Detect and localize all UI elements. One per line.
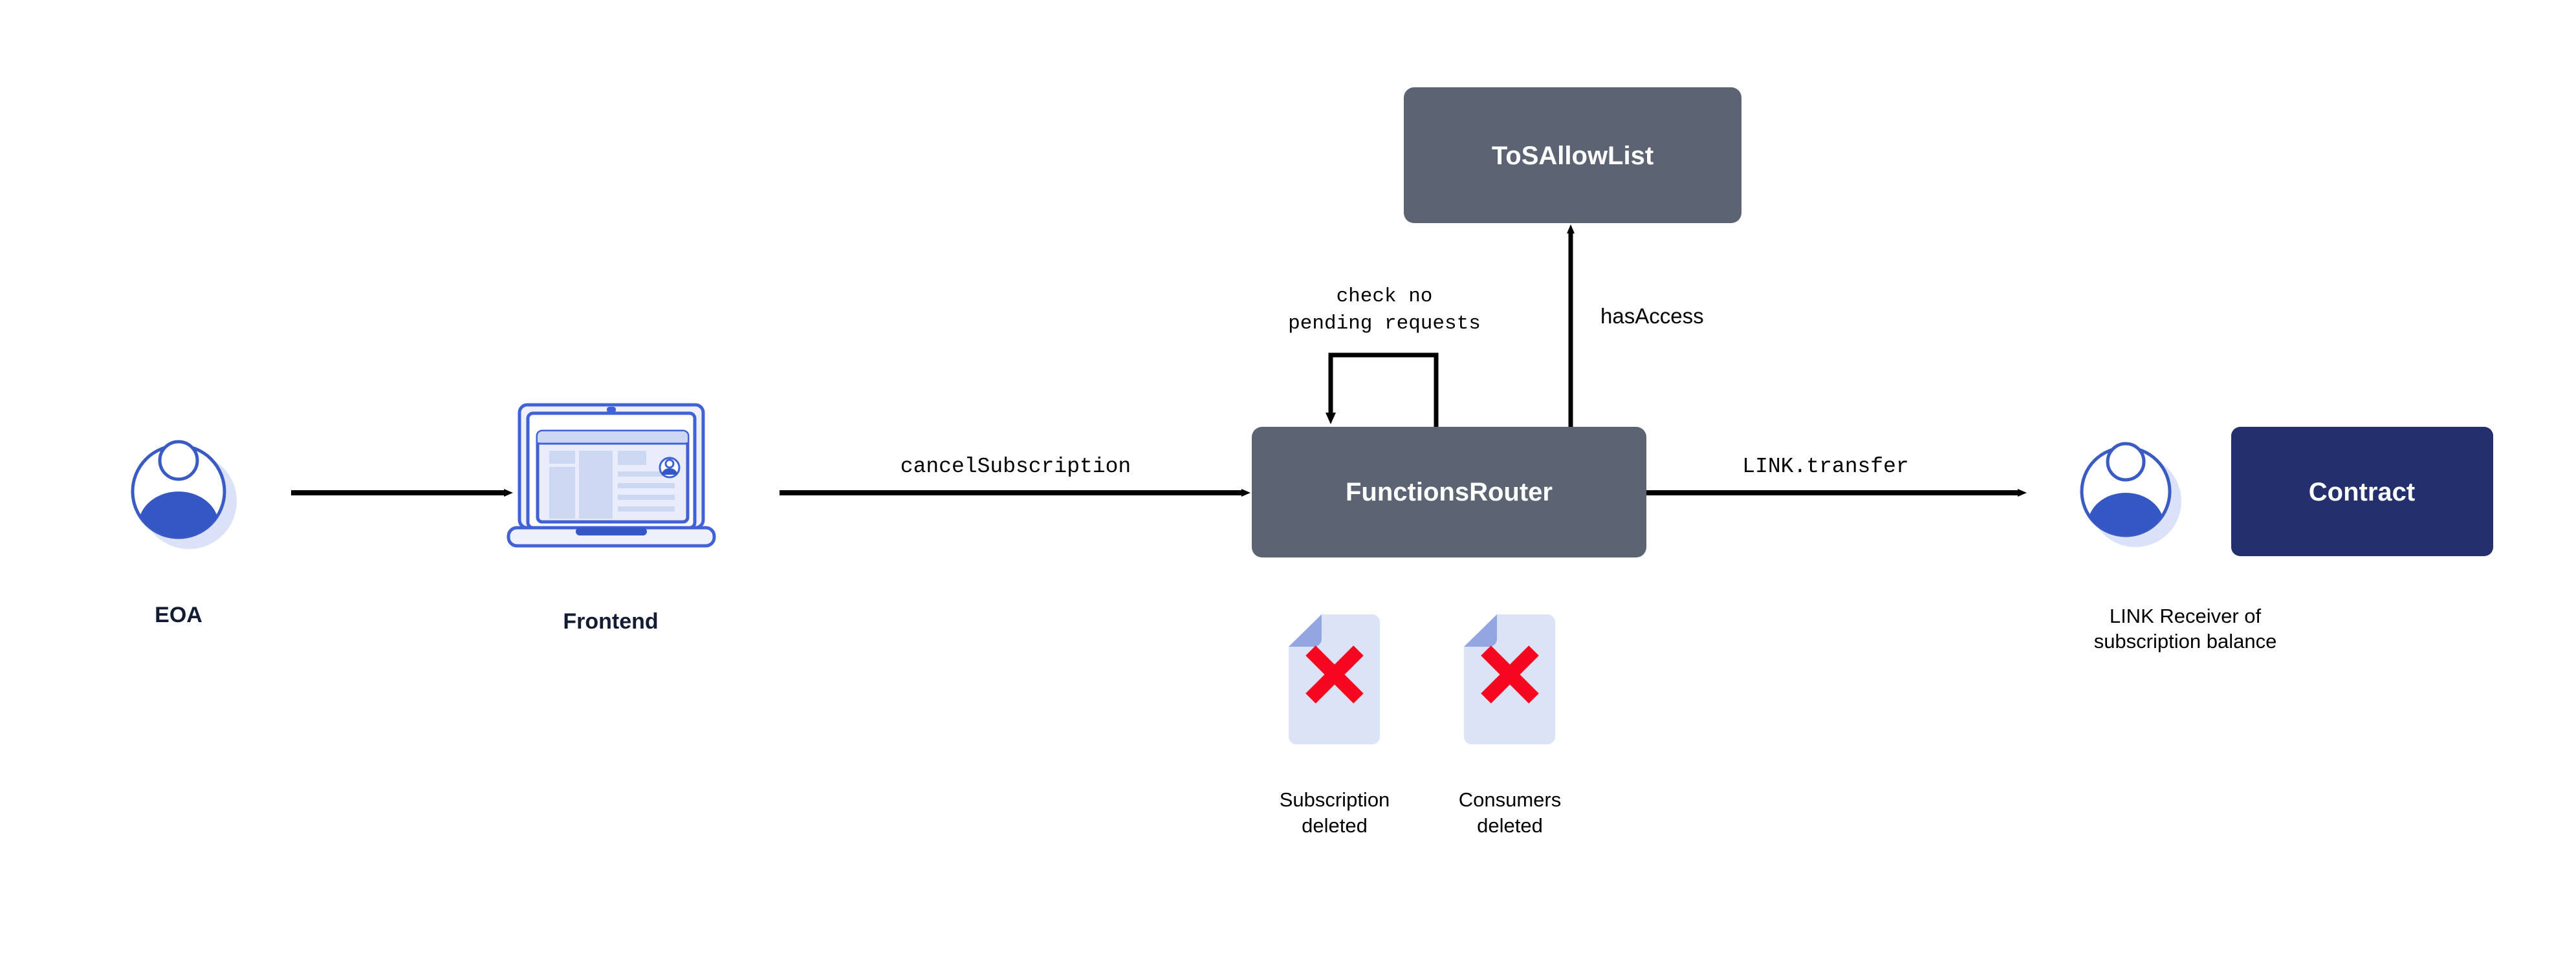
content-row-1 (618, 471, 675, 477)
doc-caption-line2: deleted (1302, 814, 1368, 837)
edge-label-has-access: hasAccess (1600, 304, 1704, 328)
tos-allow-list-label: ToSAllowList (1492, 142, 1654, 170)
panel-left-bottom (549, 467, 575, 519)
laptop-camera-icon (607, 407, 616, 413)
document-deleted-icon (1464, 614, 1555, 744)
panel-middle (579, 451, 613, 519)
functions-router-label: FunctionsRouter (1346, 478, 1553, 506)
panel-right-block (618, 451, 646, 465)
contract-box (2231, 427, 2493, 556)
edge-label-check-no: check no (1337, 285, 1433, 308)
panel-left-top (549, 451, 575, 464)
receiver-avatar-figure (2088, 493, 2164, 535)
doc-x-mark-icon (1305, 645, 1364, 704)
receiver-avatar-head (2106, 442, 2146, 482)
doc-x-mark-icon (1481, 645, 1539, 704)
edge-frontend-to-router: cancelSubscription (780, 455, 1250, 497)
browser-avatar-body-icon (662, 468, 677, 475)
doc-caption-line1: Subscription (1280, 788, 1390, 811)
annotation-subscription-deleted[interactable]: Subscription deleted (1280, 614, 1390, 837)
node-frontend[interactable]: Frontend (507, 403, 716, 634)
content-row-4 (618, 506, 675, 512)
node-tos-allow-list[interactable]: ToSAllowList (1404, 87, 1741, 223)
avatar-figure (138, 491, 219, 537)
receiver-caption-line2: subscription balance (2094, 630, 2277, 653)
doc-caption-line2: deleted (1477, 814, 1543, 837)
document-deleted-icon (1289, 614, 1380, 744)
node-caption-frontend: Frontend (563, 609, 658, 634)
node-caption-eoa: EOA (155, 603, 202, 627)
annotation-consumers-deleted[interactable]: Consumers deleted (1459, 614, 1562, 837)
browser-titlebar (538, 431, 688, 442)
doc-caption-line1: Consumers (1459, 788, 1562, 811)
functions-router-box (1252, 427, 1646, 557)
node-eoa[interactable]: EOA (131, 440, 237, 627)
doc-fold (1464, 614, 1497, 647)
node-link-receiver[interactable]: LINK Receiver of subscription balance (2080, 442, 2277, 653)
node-functions-router[interactable]: FunctionsRouter (1252, 427, 1646, 557)
content-row-3 (618, 495, 675, 500)
edge-label-pending-requests: pending requests (1288, 312, 1481, 335)
doc-fold (1289, 614, 1322, 647)
self-loop-path (1326, 352, 1439, 427)
edge-router-self-loop: check no pending requests (1288, 285, 1481, 427)
avatar-head (158, 440, 199, 481)
node-contract[interactable]: Contract (2231, 427, 2493, 556)
avatar-body (138, 491, 219, 537)
edge-router-to-receiver: LINK.transfer (1646, 455, 2027, 497)
edge-router-to-toslist: hasAccess (1567, 224, 1704, 427)
contract-label: Contract (2309, 478, 2415, 506)
browser-content (538, 431, 688, 519)
content-row-2 (618, 483, 675, 488)
edge-label-link-transfer: LINK.transfer (1742, 455, 1908, 479)
edge-label-cancel-subscription: cancelSubscription (901, 455, 1131, 479)
tos-allow-list-box (1404, 87, 1741, 223)
browser-avatar-head-icon (664, 459, 675, 469)
laptop-notch (576, 528, 647, 535)
receiver-caption-line1: LINK Receiver of (2110, 605, 2262, 627)
receiver-avatar-body (2088, 493, 2164, 535)
